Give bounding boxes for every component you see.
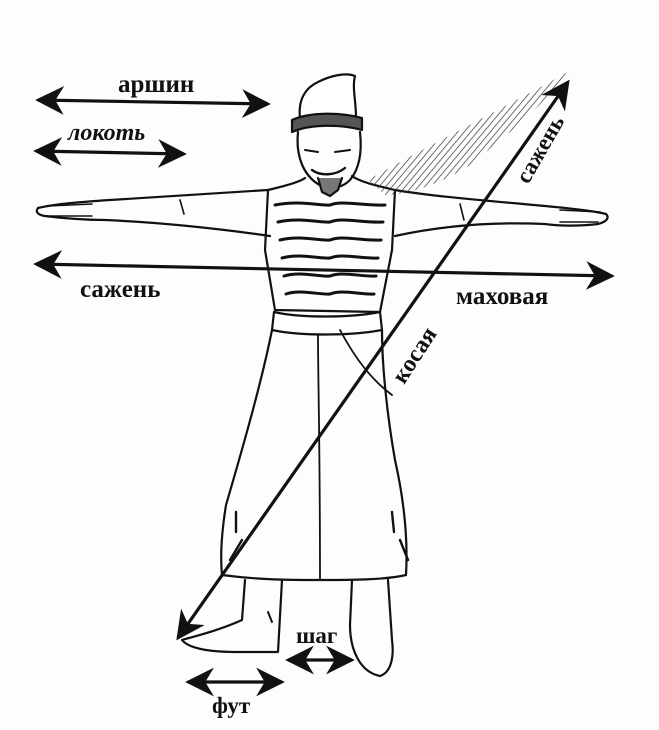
lokot-arrow: [33, 137, 187, 168]
coat-skirt: [220, 328, 408, 582]
label-fut: фут: [212, 693, 251, 718]
label-sazhen-horizontal: сажень: [80, 276, 160, 303]
left-boot: [180, 578, 284, 654]
right-boot: [348, 578, 394, 678]
belt: [270, 310, 384, 336]
measurement-arrows: [33, 79, 615, 697]
label-lokot: локоть: [67, 120, 145, 146]
hat: [298, 73, 358, 120]
right-arm: [393, 188, 609, 238]
arshin-arrow: [35, 86, 271, 118]
left-arm: [35, 188, 272, 238]
label-shag: шаг: [296, 623, 337, 648]
label-arshin: аршин: [118, 71, 194, 98]
label-kosaya: косая: [387, 323, 442, 389]
kosaya-sazhen-arrow: [176, 79, 570, 641]
label-makhovaya: маховая: [456, 283, 548, 310]
makhovaya-sazhen-arrow: [33, 250, 615, 290]
